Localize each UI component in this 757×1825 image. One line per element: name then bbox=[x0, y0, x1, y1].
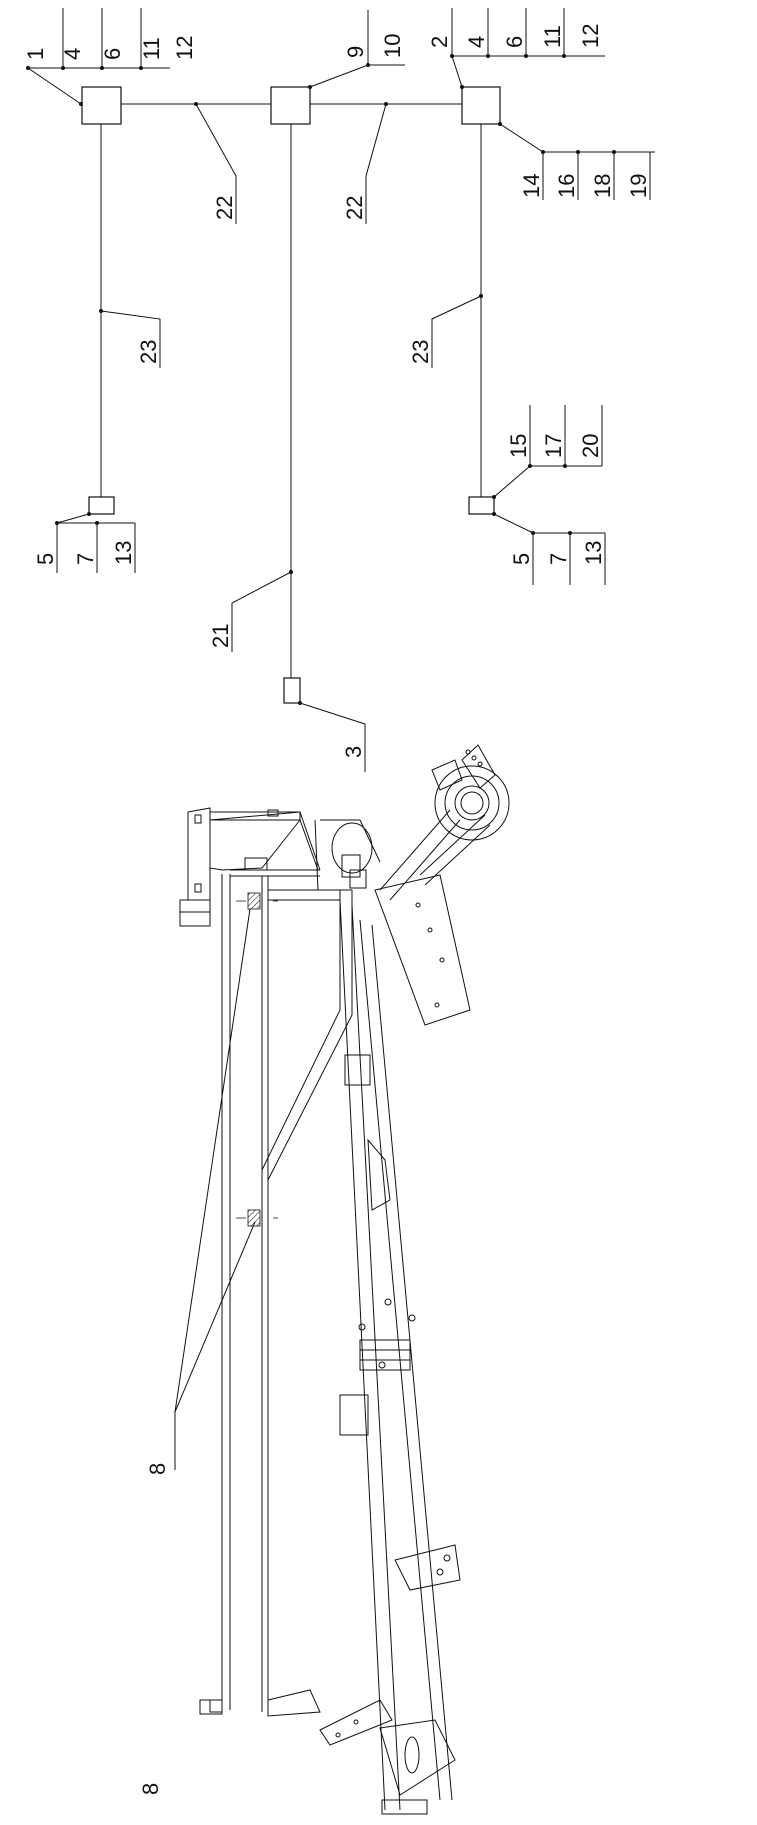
label-5: 5 bbox=[33, 553, 58, 565]
label-5: 5 bbox=[509, 553, 534, 565]
label-11: 11 bbox=[540, 25, 565, 48]
label-1: 1 bbox=[23, 48, 48, 60]
label-4: 4 bbox=[464, 36, 489, 48]
leader-22-right bbox=[365, 103, 387, 224]
label-22: 22 bbox=[212, 196, 237, 220]
label-8: 8 bbox=[138, 1783, 163, 1795]
wiring-schematic bbox=[26, 8, 655, 772]
end-module-right bbox=[468, 496, 495, 515]
machine-drawing bbox=[174, 744, 510, 1815]
label-23: 23 bbox=[136, 340, 161, 364]
label-16: 16 bbox=[554, 174, 579, 198]
leader-2 bbox=[451, 55, 605, 88]
junction-box-left bbox=[81, 86, 122, 125]
label-13: 13 bbox=[581, 541, 606, 565]
label-7: 7 bbox=[546, 553, 571, 565]
leader-21 bbox=[231, 571, 292, 652]
label-10: 10 bbox=[380, 34, 405, 58]
leader-3 bbox=[299, 702, 366, 772]
label-17: 17 bbox=[541, 434, 566, 458]
label-6: 6 bbox=[502, 36, 527, 48]
label-7: 7 bbox=[73, 553, 98, 565]
leader-14 bbox=[499, 123, 655, 153]
leader-9-10 bbox=[309, 64, 405, 88]
leader-22-left bbox=[195, 103, 237, 224]
leader-15 bbox=[493, 465, 602, 498]
label-14: 14 bbox=[519, 174, 544, 198]
leader-23-left bbox=[100, 310, 161, 368]
label-9: 9 bbox=[343, 46, 368, 58]
label-19: 19 bbox=[626, 174, 651, 198]
label-18: 18 bbox=[590, 174, 615, 198]
label-11: 11 bbox=[139, 37, 164, 60]
label-2: 2 bbox=[427, 36, 452, 48]
label-13: 13 bbox=[111, 541, 136, 565]
label-15: 15 bbox=[506, 434, 531, 458]
label-4: 4 bbox=[60, 48, 85, 60]
label-12: 12 bbox=[578, 24, 603, 48]
label-20: 20 bbox=[578, 434, 603, 458]
leader-5-right bbox=[493, 513, 605, 534]
junction-box-center bbox=[270, 86, 311, 125]
end-module-left bbox=[88, 496, 115, 515]
label-22: 22 bbox=[342, 196, 367, 220]
label-8: 8 bbox=[145, 1463, 170, 1475]
leader-23-right bbox=[431, 295, 482, 368]
label-23: 23 bbox=[408, 340, 433, 364]
end-module-center bbox=[283, 677, 301, 704]
label-3: 3 bbox=[341, 746, 366, 758]
label-21: 21 bbox=[208, 624, 233, 648]
label-12: 12 bbox=[172, 36, 197, 60]
part-8-block-top bbox=[247, 892, 261, 910]
label-6: 6 bbox=[100, 48, 125, 60]
part-8-block-bottom bbox=[247, 1209, 261, 1227]
callout-labels: 1 4 6 11 12 9 10 2 4 6 11 12 14 16 18 19… bbox=[23, 24, 651, 1795]
junction-box-right bbox=[461, 86, 501, 125]
